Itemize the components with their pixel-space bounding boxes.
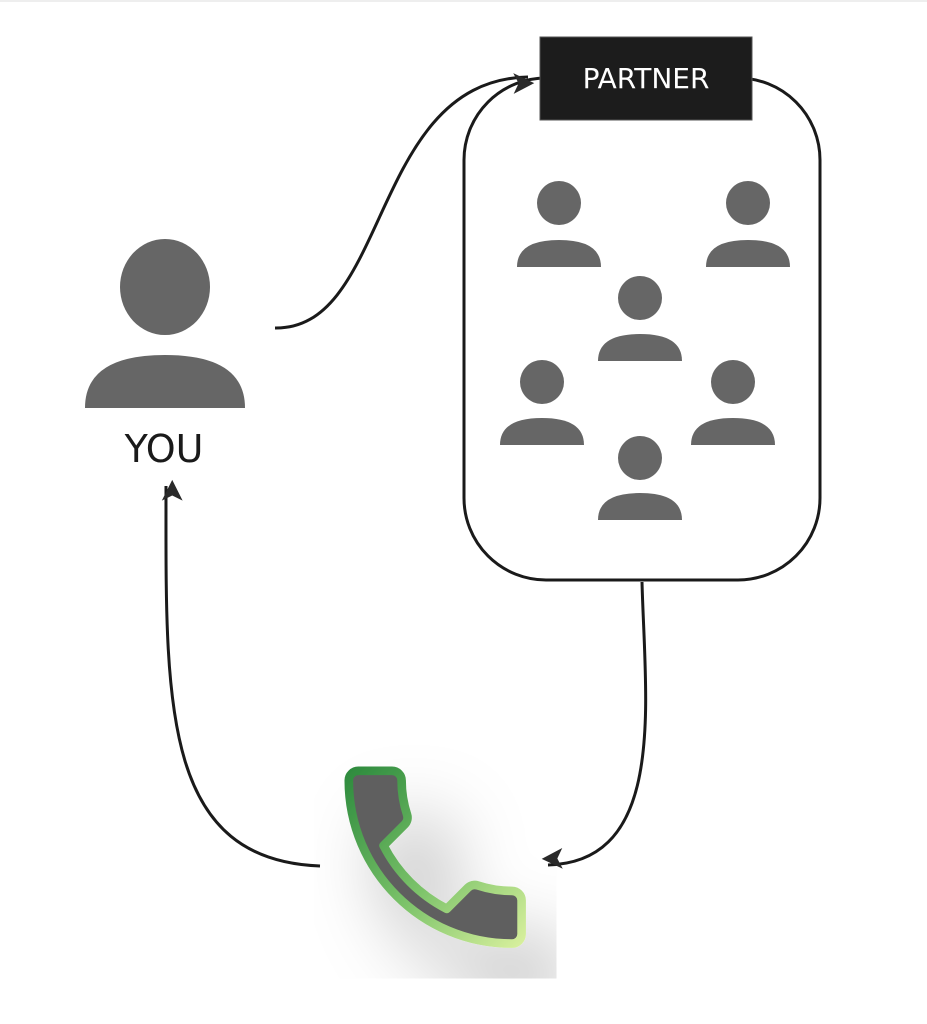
person-icon (598, 276, 682, 361)
arrow-partner-to-phone (541, 581, 648, 869)
partner-label-text: PARTNER (583, 62, 710, 95)
group-icon (500, 181, 790, 520)
you-person-icon (85, 239, 245, 408)
arrow-you-to-partner (274, 73, 535, 330)
person-icon (598, 436, 682, 520)
you-label: YOU (124, 427, 204, 471)
person-icon (691, 360, 775, 445)
partner-label: PARTNER (539, 36, 753, 121)
arrow-phone-to-you (161, 479, 321, 868)
phone-icon (344, 766, 526, 948)
top-border (0, 0, 927, 2)
person-icon (500, 360, 584, 445)
person-icon (517, 181, 601, 267)
person-icon (706, 181, 790, 267)
